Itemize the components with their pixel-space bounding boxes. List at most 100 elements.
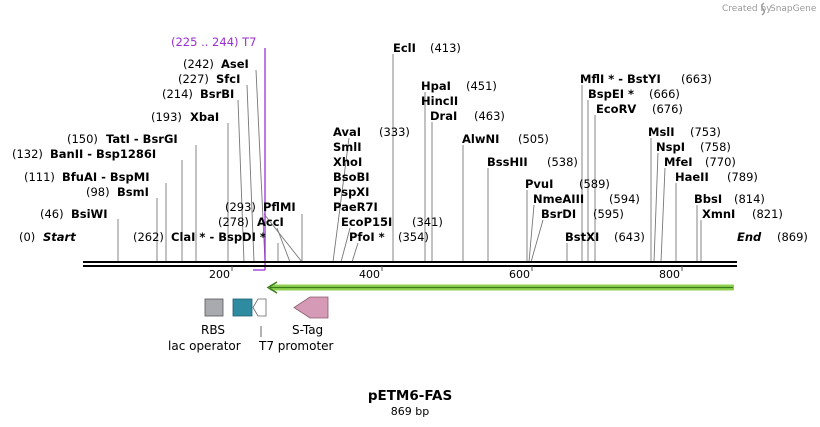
site-pspxi-name: PspXI [333,185,369,199]
site-mfli-pos: (663) [681,72,712,86]
site-xhoi-name: XhoI [333,155,362,169]
site-bsrbi-name: BsrBI [200,87,234,101]
site-haeii-name: HaeII [675,170,709,184]
credit-brand: SnapGene [770,4,817,14]
site-bstxi: BstXI (643) [565,230,645,244]
leader-mfei [660,167,666,263]
rbs-label: RBS [201,323,225,337]
site-clai: (262) ClaI * - BspDI * [133,230,266,244]
site-nspi: NspI (758) [656,140,731,154]
t7-promoter-marker [253,48,266,271]
site-msli: MslI (753) [648,125,721,139]
site-nspi-pos: (758) [700,140,731,154]
site-clai-pos: (262) [133,230,164,244]
site-bsshii: BssHII (538) [487,155,578,169]
site-pflmi-name: PflMI [263,200,296,214]
site-start-pos: (0) [19,230,35,244]
site-bstxi-pos: (643) [614,230,645,244]
site-bsiwi: (46) BsiWI [40,207,108,221]
site-sfci: (227) SfcI [178,72,240,86]
site-alwni: AlwNI (505) [462,132,549,146]
site-bsiwi-pos: (46) [40,207,64,221]
leader-pfoi [351,242,359,263]
site-bstxi-name: BstXI [565,230,599,244]
site-smli-name: SmlI [333,140,362,154]
site-start-name: Start [43,230,76,244]
leader-bsrdi [530,219,544,263]
site-hincii-name: HincII [421,94,458,108]
site-bsmi-name: BsmI [117,185,149,199]
site-acci-name: AccI [257,215,284,229]
site-tati-name: TatI - BsrGI [106,132,178,146]
site-pfoi-pos: (354) [398,230,429,244]
lac-operator-label: lac operator [168,339,241,353]
site-sfci-pos: (227) [178,72,209,86]
site-pvui: PvuI (589) [525,177,610,191]
tick-label-400: 400 [359,268,380,281]
site-alwni-pos: (505) [518,132,549,146]
site-asei: (242) AseI [183,57,249,71]
site-mfli: MflI * - BstYI (663) [580,72,712,86]
s-tag-feature [293,296,329,319]
site-alwni-name: AlwNI [462,132,499,146]
site-end: End (869) [737,230,808,244]
site-avai-name: AvaI [333,125,361,139]
site-ecli-name: EclI [393,41,416,55]
site-bbsi-name: BbsI [694,192,722,206]
t7-promoter-range-label: (225 .. 244) T7 [171,35,257,49]
site-nspi-name: NspI [656,140,685,154]
site-ecop15i-pos: (341) [412,215,443,229]
site-xmni-name: XmnI [702,207,735,221]
t7-promoter-label: T7 promoter [258,339,334,353]
site-bsshii-name: BssHII [487,155,528,169]
site-ecop15i: EcoP15I (341) [341,215,443,229]
site-end-name: End [737,230,762,244]
site-bsrbi-pos: (214) [162,87,193,101]
s-tag-label: S-Tag [292,323,323,337]
tick-label-200: 200 [209,268,230,281]
site-ecli-pos: (413) [430,41,461,55]
site-xmni: XmnI (821) [702,207,783,221]
map-title: pETM6-FAS [368,388,452,404]
site-start: (0) Start [19,230,76,244]
snapgene-logo-icon [761,2,765,16]
site-bsshii-pos: (538) [547,155,578,169]
site-bsrbi: (214) BsrBI [162,87,234,101]
rbs-feature [204,298,224,317]
site-pvui-pos: (589) [579,177,610,191]
site-hpai: HpaI (451) [421,79,497,93]
site-avai-pos: (333) [379,125,410,139]
tick-label-800: 800 [659,268,680,281]
site-acci-pos: (278) [218,215,249,229]
site-bbsi-pos: (814) [734,192,765,206]
site-clai-name: ClaI * - BspDI * [171,230,266,244]
site-tati: (150) TatI - BsrGI [67,132,178,146]
site-bfuai-name: BfuAI - BspMI [62,170,149,184]
site-ecorv-name: EcoRV [596,102,636,116]
map-length: 869 bp [391,405,429,418]
scale-ticks: 200 400 600 800 [209,266,683,281]
site-bfuai-pos: (111) [24,170,55,184]
site-xbai-name: XbaI [190,110,219,124]
leader-nmeaiii [528,204,535,263]
site-bspei-pos: (666) [649,87,680,101]
site-end-pos: (869) [777,230,808,244]
site-asei-pos: (242) [183,57,214,71]
site-leader-lines [117,54,702,263]
site-paer7i-name: PaeR7I [333,200,378,214]
site-nmeaiii-name: NmeAIII [533,192,584,206]
site-bsrdi: BsrDI (595) [541,207,624,221]
site-hpai-pos: (451) [466,79,497,93]
site-xbai: (193) XbaI [151,110,219,124]
credit-prefix: Created by [722,4,772,14]
tick-label-600: 600 [509,268,530,281]
site-bspei-name: BspEI * [588,87,634,101]
site-haeii-pos: (789) [727,170,758,184]
leader-asei [255,69,266,263]
site-msli-pos: (753) [690,125,721,139]
site-bspei: BspEI * (666) [588,87,680,101]
leader-pflmi [263,213,303,263]
leader-sfci [246,84,255,263]
site-bsmi: (98) BsmI [86,185,149,199]
